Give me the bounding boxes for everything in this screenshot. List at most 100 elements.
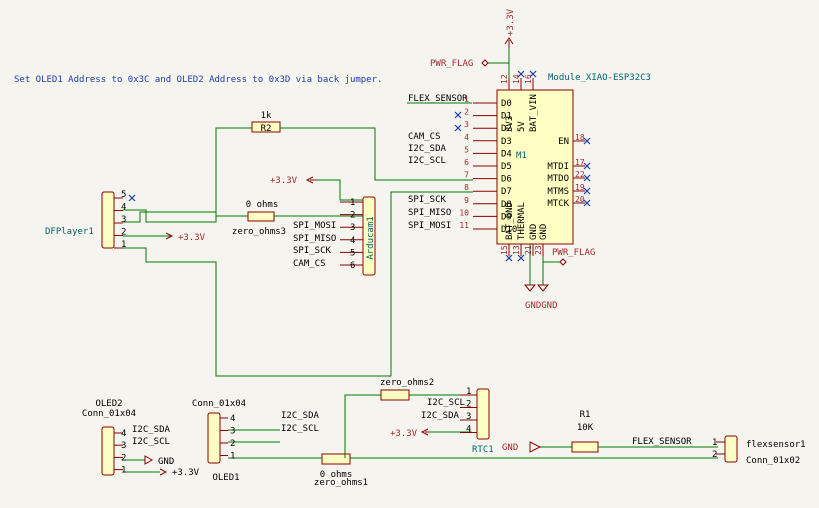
v33-arrow-up	[504, 37, 514, 48]
m1-pin-num-15: 15	[500, 245, 509, 255]
label-spi-sck-m1: SPI_SCK	[408, 195, 447, 205]
oled1-body	[207, 412, 221, 464]
oled1-value: Conn_01x04	[192, 399, 246, 409]
arducam-pin-num-1: 1	[350, 198, 355, 208]
label-i2c-sda-m1: I2C_SDA	[408, 144, 447, 154]
arducam-pin-num-6: 6	[350, 261, 355, 271]
wire-dfplayer-zero3	[123, 211, 248, 223]
m1-pin-name-EN: EN	[558, 137, 569, 147]
gnd-pair-label: GNDGND	[525, 301, 558, 311]
m1-pin-name-BAT_VIN: BAT_VIN	[529, 94, 539, 132]
arducam-body	[362, 196, 376, 276]
oled2-value: Conn_01x04	[82, 409, 136, 419]
nc-mtms-b	[583, 187, 591, 195]
flexsensor-connector[interactable]: flexsensor1 Conn_01x02	[724, 435, 806, 466]
m1-pin-name-D0: D0	[501, 99, 512, 109]
gnd-symbols	[523, 284, 550, 292]
nc-d2	[454, 124, 462, 132]
dfplayer-connector[interactable]: DFPlayer1	[45, 191, 115, 249]
flexsensor-ref: flexsensor1	[746, 440, 806, 450]
m1-pin-num-20: 20	[575, 195, 585, 204]
power-symbols: +3.3V PWR_FLAG PWR_FLAG GNDGND +3.3V +3.…	[144, 8, 595, 478]
zero-ohms3-body	[247, 211, 275, 222]
dfplayer-ref: DFPlayer1	[45, 227, 94, 237]
m1-pin-name-2: GND	[529, 224, 539, 240]
m1-pin-name-MTCK: MTCK	[547, 199, 569, 209]
label-cam-cs-m1: CAM_CS	[408, 132, 441, 142]
m1-pin-num-19: 19	[575, 183, 585, 192]
dfplayer-3v3-arrow	[165, 232, 174, 240]
dfplayer-pin-num-1: 1	[121, 240, 126, 250]
rtc-connector[interactable]: RTC1	[472, 388, 494, 455]
zero-ohms2-body	[380, 389, 410, 401]
m1-pin-num-18: 18	[575, 133, 585, 142]
m1-pin-name-D2: D2	[501, 124, 512, 134]
pwr-flag-top-diamond	[481, 59, 489, 67]
m1-pin-name-D5: D5	[501, 162, 512, 172]
oled2-pin-num-4: 4	[121, 429, 126, 439]
resistor-r1[interactable]: R1 10K	[571, 410, 599, 453]
resistor-r2[interactable]: 1k R2	[251, 111, 281, 134]
wire-d6-r2	[280, 127, 473, 181]
oled2-connector[interactable]: OLED2 Conn_01x04	[82, 399, 136, 476]
rtc-3v3-arrow	[420, 428, 429, 436]
oled1-pin-num-1: 1	[230, 452, 235, 462]
resistor-zero-ohms2[interactable]: zero_ohms2	[380, 378, 434, 401]
m1-pin-num-12: 12	[500, 74, 509, 84]
zero-ohms1-ref: zero_ohms1	[314, 478, 368, 488]
label-i2c-scl-m1: I2C_SCL	[408, 156, 446, 166]
resistor-zero-ohms3[interactable]: 0 ohms zero_ohms3	[232, 200, 286, 237]
oled2-gnd-label: GND	[158, 457, 174, 467]
label-i2c-sda-oled1: I2C_SDA	[281, 411, 320, 421]
m1-pin-name-D8: D8	[501, 200, 512, 210]
m1-pin-name-MTDI: MTDI	[547, 162, 569, 172]
oled2-pin-num-3: 3	[121, 441, 126, 451]
oled1-connector[interactable]: Conn_01x04 OLED1	[192, 399, 246, 483]
zero-ohms1-value: 0 ohms	[320, 470, 353, 480]
m1-pin-name-D1: D1	[501, 112, 512, 122]
r1-ref: R1	[580, 410, 591, 420]
nc-mtms	[583, 187, 591, 195]
nc-thermal	[517, 254, 525, 262]
m1-pin-num-6: 6	[464, 158, 469, 167]
oled2-3v3-label: +3.3V	[172, 468, 200, 478]
arducam-pin-num-4: 4	[350, 236, 355, 246]
m1-pin-name-D3: D3	[501, 137, 512, 147]
nc-mtdo-b	[583, 174, 591, 182]
wire-r2-dfplayer	[123, 127, 252, 223]
m1-pin-name-MTMS: MTMS	[547, 187, 569, 197]
flexsensor-pin-num-1: 1	[712, 438, 717, 448]
rtc-pin-num-4: 4	[466, 425, 471, 435]
m1-pin-name-D10: D10	[501, 225, 517, 235]
label-i2c-scl-rtc: I2C_SCL	[427, 398, 465, 408]
rtc-gnd-arrow	[529, 441, 542, 453]
module-m1[interactable]: Module_XIAO-ESP32C3 M1	[496, 73, 651, 245]
nc-mtdi-b	[583, 162, 591, 170]
address-note: Set OLED1 Address to 0x3C and OLED2 Addr…	[14, 75, 382, 85]
label-spi-mosi-m1: SPI_MOSI	[408, 221, 451, 231]
r2-ref: R2	[261, 124, 272, 134]
dfplayer-pin-num-4: 4	[121, 203, 126, 213]
oled2-gnd-arrow	[144, 455, 154, 465]
wire-arducam-3v3	[316, 179, 363, 201]
oled1-pin-num-2: 2	[230, 439, 235, 449]
module-body	[496, 89, 574, 245]
module-value: Module_XIAO-ESP32C3	[548, 73, 651, 83]
oled2-pin-num-1: 1	[121, 466, 126, 476]
m1-pin-name-5V: 5V	[517, 121, 527, 132]
r2-body	[251, 121, 281, 133]
nc-en-b	[583, 137, 591, 145]
arducam-connector[interactable]: Arducam1	[362, 196, 376, 276]
label-i2c-scl-oled1: I2C_SCL	[281, 424, 319, 434]
nc-bat-gnd-b	[505, 254, 513, 262]
pwr-flag-bottom-label: PWR_FLAG	[552, 248, 595, 258]
flexsensor-pin-num-2: 2	[712, 450, 717, 460]
label-flex-sensor-r1: FLEX_SENSOR	[632, 437, 692, 447]
dfplayer-3v3-label: +3.3V	[178, 233, 206, 243]
rtc-3v3-label: +3.3V	[390, 429, 418, 439]
nc-dfplayer-5	[128, 194, 136, 202]
m1-pin-num-22: 22	[575, 170, 585, 179]
resistor-zero-ohms1[interactable]: 0 ohms zero_ohms1	[314, 453, 368, 488]
r1-value: 10K	[577, 423, 594, 433]
